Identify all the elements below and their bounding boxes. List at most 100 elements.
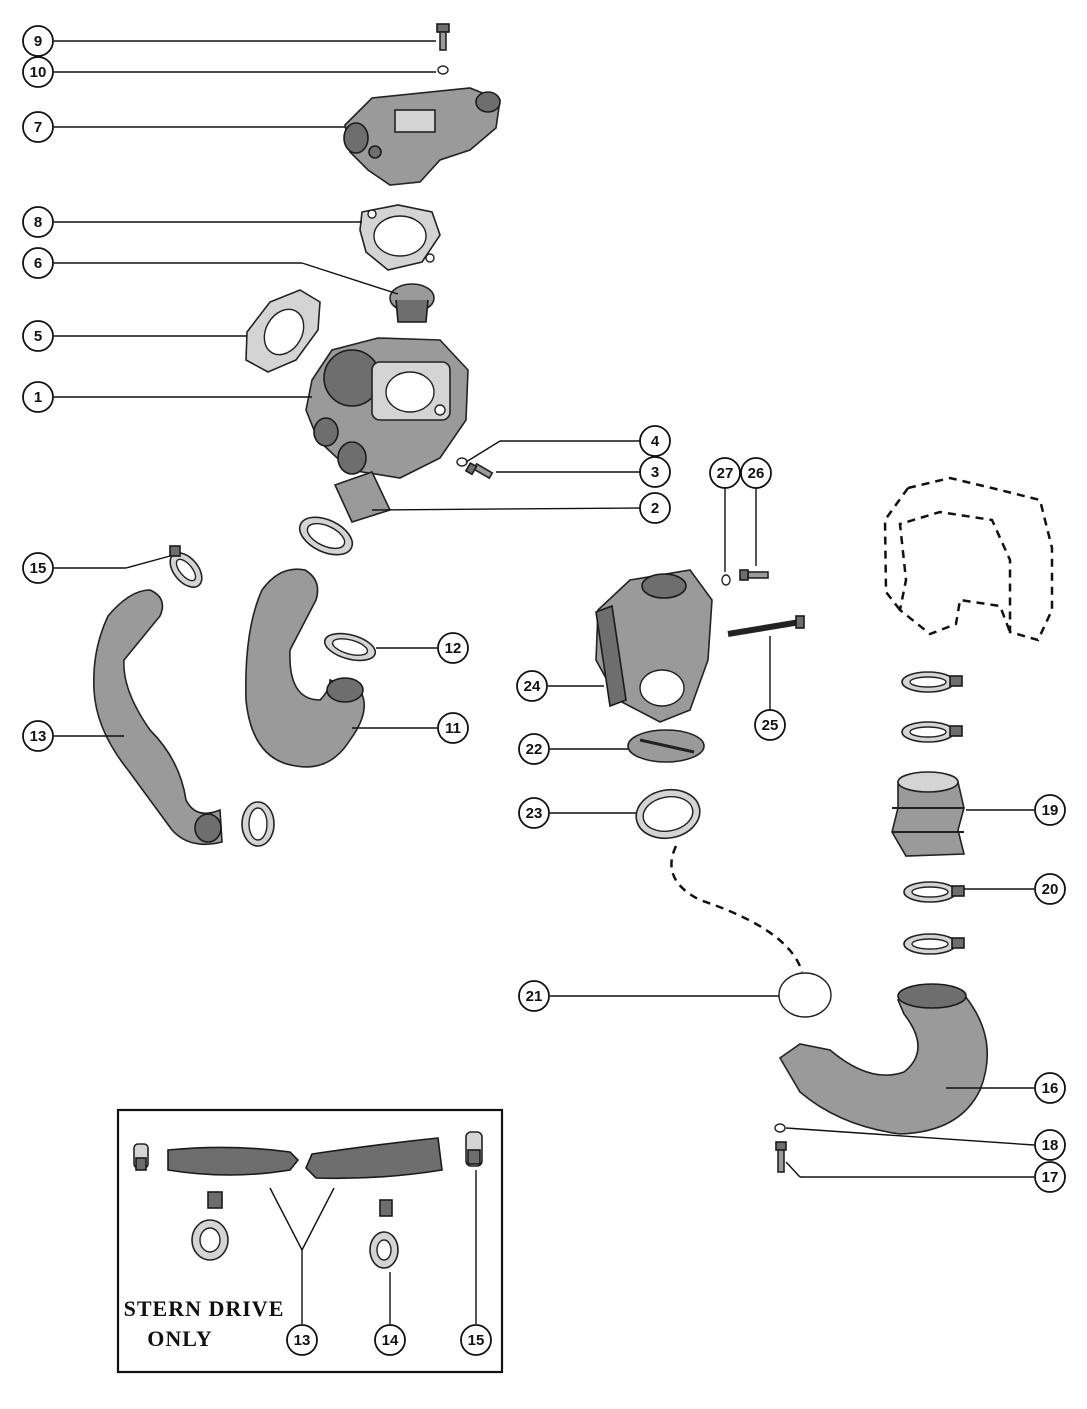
svg-text:12: 12 <box>445 640 462 657</box>
svg-text:7: 7 <box>34 119 42 136</box>
callout-17: 17 <box>1034 1161 1066 1193</box>
callout-26: 26 <box>740 457 772 489</box>
callout-27: 27 <box>709 457 741 489</box>
inset-leader-13a <box>269 1187 303 1251</box>
callout-23: 23 <box>518 797 550 829</box>
part-plug <box>778 972 832 1018</box>
inset-clamp-right <box>465 1131 483 1167</box>
inset-callout-13: 13 <box>286 1324 318 1356</box>
callout-1: 1 <box>22 381 54 413</box>
callout-25: 25 <box>754 709 786 741</box>
inset-label-line1: STERN DRIVE <box>124 1296 285 1321</box>
svg-text:3: 3 <box>651 464 659 481</box>
svg-text:9: 9 <box>34 33 42 50</box>
dashed-exhaust-outline <box>898 476 1054 642</box>
svg-text:10: 10 <box>30 64 47 81</box>
inset-callout-14-label: 14 <box>382 1332 399 1349</box>
svg-text:6: 6 <box>34 255 42 272</box>
part-screw-elbow <box>739 569 769 581</box>
part-elbow-housing <box>595 569 713 723</box>
svg-text:18: 18 <box>1042 1137 1059 1154</box>
callout-12: 12 <box>437 632 469 664</box>
part-long-bolt <box>727 615 805 637</box>
part-washer-pump <box>456 457 468 467</box>
svg-text:8: 8 <box>34 214 42 231</box>
inset-clamp-left <box>133 1143 149 1171</box>
svg-text:23: 23 <box>526 805 543 822</box>
svg-text:17: 17 <box>1042 1169 1059 1186</box>
leader-lines <box>54 40 1035 1178</box>
callout-9: 9 <box>22 25 54 57</box>
callout-7: 7 <box>22 111 54 143</box>
callout-11: 11 <box>437 712 469 744</box>
inset-leader-13b <box>301 1187 335 1251</box>
callout-16: 16 <box>1034 1072 1066 1104</box>
callout-15: 15 <box>22 552 54 584</box>
callout-21: 21 <box>518 980 550 1012</box>
inset-clamp-b <box>369 1199 399 1269</box>
part-hose-long <box>92 589 223 846</box>
svg-text:24: 24 <box>524 678 541 695</box>
part-seal-ring-inner <box>642 796 694 832</box>
dashed-connector-seal-plug <box>670 845 804 973</box>
svg-text:26: 26 <box>748 465 765 482</box>
svg-text:13: 13 <box>30 728 47 745</box>
callout-balloons: 9 10 7 8 6 5 1 4 3 2 27 26 15 12 13 11 2… <box>22 25 1066 1193</box>
callout-6: 6 <box>22 247 54 279</box>
part-clamp-lower-left <box>241 801 275 847</box>
part-clamp-upper <box>298 516 354 556</box>
dashed-exhaust-outline-side <box>883 487 910 611</box>
part-bolt-top <box>436 23 450 51</box>
part-clamp-right-4 <box>903 933 965 955</box>
callout-2: 2 <box>639 492 671 524</box>
part-thermostat-housing <box>343 87 501 186</box>
part-washer-elbow <box>721 574 731 586</box>
callout-5: 5 <box>22 320 54 352</box>
svg-text:5: 5 <box>34 328 42 345</box>
part-hose-j-end <box>326 677 364 703</box>
callout-18: 18 <box>1034 1129 1066 1161</box>
inset-callout-15: 15 <box>460 1324 492 1356</box>
part-washer-top <box>437 65 449 75</box>
svg-text:11: 11 <box>445 720 461 737</box>
part-hose-j <box>245 568 366 768</box>
callout-24: 24 <box>516 670 548 702</box>
inset-clamp-a <box>191 1191 229 1261</box>
inset-hose-left <box>167 1146 300 1176</box>
part-gasket-thermostat <box>359 204 441 271</box>
part-flapper-valve <box>627 729 705 763</box>
part-bolt-elbow-low <box>775 1141 787 1173</box>
part-water-pump <box>305 337 469 523</box>
callout-13: 13 <box>22 720 54 752</box>
part-clamp-right-3 <box>903 881 965 903</box>
callout-4: 4 <box>639 425 671 457</box>
part-hose-long-end <box>194 813 222 843</box>
inset-callout-14: 14 <box>374 1324 406 1356</box>
svg-text:4: 4 <box>651 433 660 450</box>
part-exhaust-elbow-mouth <box>897 983 967 1009</box>
svg-text:25: 25 <box>762 717 779 734</box>
callout-19: 19 <box>1034 794 1066 826</box>
part-clamp-mid <box>323 632 377 662</box>
part-screw-pump <box>464 461 494 480</box>
part-gasket-pump <box>245 289 321 373</box>
inset-label-line2: ONLY <box>147 1326 213 1351</box>
svg-text:1: 1 <box>34 389 42 406</box>
parts-layer <box>92 23 1054 1173</box>
inset-hose-right <box>305 1137 443 1180</box>
svg-text:21: 21 <box>526 988 543 1005</box>
part-clamp-right-2 <box>901 721 963 743</box>
svg-text:2: 2 <box>651 500 659 517</box>
part-washer-elbow-low <box>774 1123 786 1133</box>
inset-callout-13-label: 13 <box>294 1332 311 1349</box>
part-clamp-right-1 <box>901 671 963 693</box>
callout-10: 10 <box>22 56 54 88</box>
svg-text:20: 20 <box>1042 881 1059 898</box>
callout-3: 3 <box>639 456 671 488</box>
callout-22: 22 <box>518 733 550 765</box>
inset-callout-15-label: 15 <box>468 1332 485 1349</box>
svg-text:27: 27 <box>717 465 734 482</box>
svg-text:22: 22 <box>526 741 543 758</box>
